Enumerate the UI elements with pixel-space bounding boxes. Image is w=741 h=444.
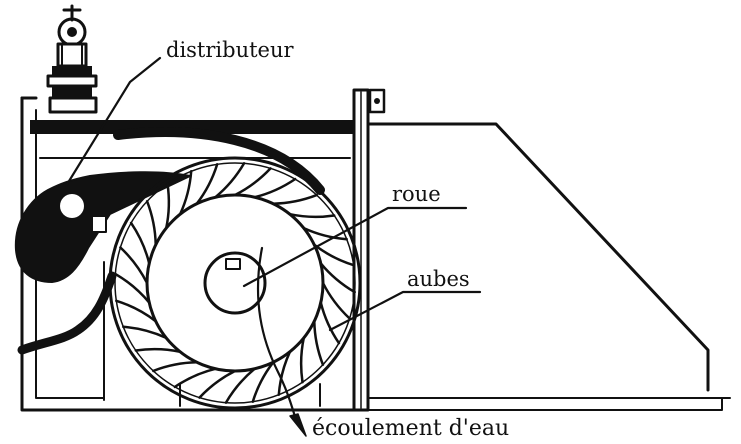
runner-blade [195,163,219,205]
runner-blade [214,162,246,199]
runner-blade [233,167,272,197]
label-distributeur: distributeur [166,38,294,62]
leader-ecoulement [256,246,298,422]
runner-blade [198,369,237,399]
casing-frame [20,88,386,412]
runner-blade [119,246,149,285]
water-chute [366,122,731,411]
valve-assembly [46,4,98,114]
runner-blade [145,200,157,247]
runner-blade [319,301,341,345]
label-ecoulement-deau: écoulement d'eau [312,416,510,441]
flow-arrow-head [289,413,307,437]
runner-shaft [203,251,267,315]
leader-roue [242,206,468,288]
runner-blade [224,367,256,404]
runner-blade [288,212,336,219]
runner-blade [178,170,193,216]
leader-aubes [328,290,482,332]
runner-blade [122,325,168,340]
label-aubes: aubes [407,267,470,291]
leader-lines [64,56,482,422]
runner-blade [302,226,348,241]
runner-blade [134,347,182,354]
runner-blade [152,361,199,373]
runner-blade [271,193,318,205]
runner-blade [251,361,275,403]
runner-blades [114,162,356,404]
runner-blade [277,350,292,396]
runner-blade [129,221,151,265]
runner-blade [253,177,297,199]
leader-distributeur [64,56,162,188]
shaft-key [225,258,241,270]
runner-blade [115,299,157,323]
runner-blade [173,367,217,389]
runner-blade [313,319,325,366]
distributor-nozzle [14,127,325,355]
runner-blade [319,262,356,294]
runner-wheel [108,156,362,410]
runner-blade [299,336,306,384]
runner-blade [164,182,171,230]
label-roue: roue [392,182,441,206]
runner-blade [321,281,351,320]
runner-blade [114,272,151,304]
